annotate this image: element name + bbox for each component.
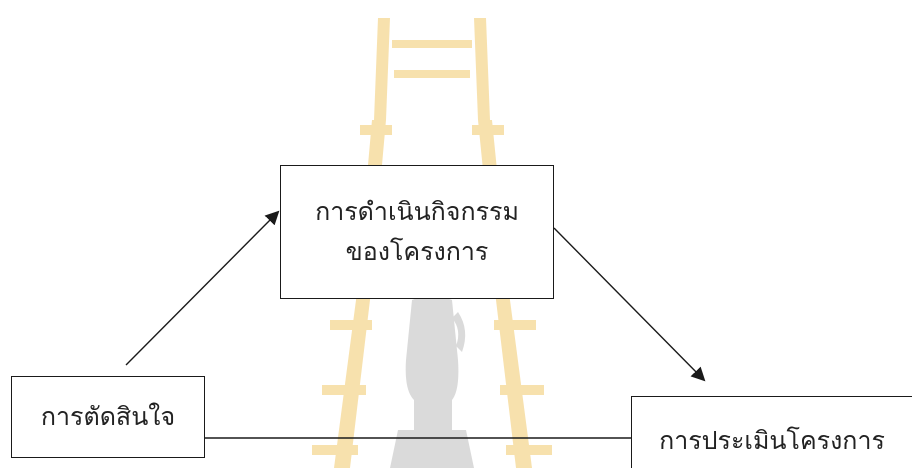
arrow-decision-to-activities — [125, 210, 280, 366]
node-project-activities-line1: การดำเนินกิจกรรม — [315, 197, 519, 226]
node-project-activities: การดำเนินกิจกรรม ของโครงการ — [280, 165, 554, 299]
node-decision-making: การตัดสินใจ — [11, 376, 205, 458]
node-project-activities-line2: ของโครงการ — [345, 237, 489, 266]
node-project-evaluation-label: การประเมินโครงการ — [659, 426, 885, 455]
node-project-evaluation: การประเมินโครงการ — [631, 396, 912, 468]
arrow-activities-to-evaluation — [553, 227, 706, 382]
node-decision-making-label: การตัดสินใจ — [40, 402, 176, 431]
